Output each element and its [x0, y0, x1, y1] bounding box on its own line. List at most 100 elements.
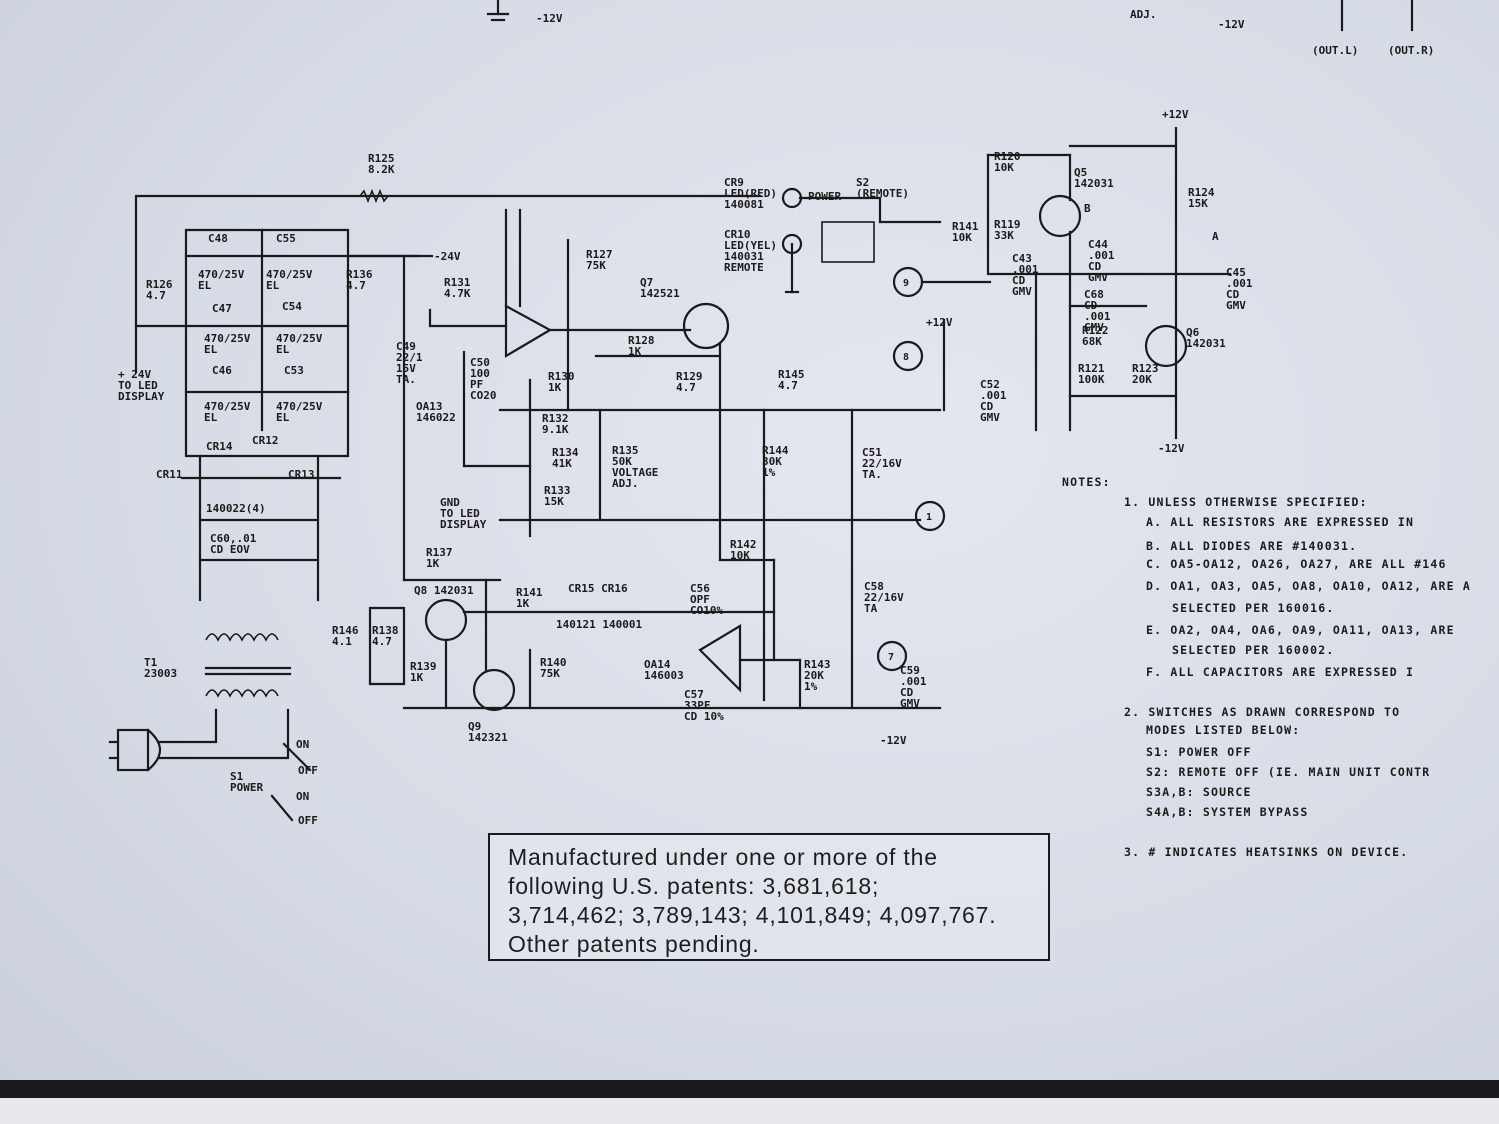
component-label-r126-1: 4.7 — [146, 289, 166, 302]
note-line-10: 2. SWITCHES AS DRAWN CORRESPOND TO — [1124, 705, 1400, 719]
component-label-c45-2: CD — [1226, 288, 1240, 301]
patent-line-3: 3,714,462; 3,789,143; 4,101,849; 4,097,7… — [508, 902, 997, 928]
component-label-r135-0: R135 — [612, 444, 639, 457]
component-label-r120-1: 10K — [994, 161, 1014, 174]
component-label-c43-3: GMV — [1012, 285, 1032, 298]
component-label-c50-2: PF — [470, 378, 483, 391]
jack-j1-1 — [914, 500, 946, 532]
jack-8-num: 8 — [903, 352, 909, 363]
component-label-v24disp-1: TO LED — [118, 379, 158, 392]
component-label-r137-1: 1K — [426, 557, 440, 570]
component-label-r140-0: R140 — [540, 656, 567, 669]
component-label-r128-0: R128 — [628, 334, 655, 347]
component-label-c53v-0: 470/25V — [276, 400, 323, 413]
component-label-r143-1: 20K — [804, 669, 824, 682]
component-label-t1-1: 23003 — [144, 667, 177, 680]
plus12-top-label: +12V — [1162, 108, 1189, 121]
component-label-r128-1: 1K — [628, 345, 642, 358]
component-label-c68-1: CD — [1084, 299, 1098, 312]
component-label-s1-0: S1 — [230, 770, 244, 783]
component-label-r136-0: R136 — [346, 268, 373, 281]
component-label-cr10-0: CR10 — [724, 228, 751, 241]
component-label-r135-1: 50K — [612, 455, 632, 468]
component-label-gnd-1: TO LED — [440, 507, 480, 520]
component-label-v24disp-0: + 24V — [118, 368, 151, 381]
component-label-c55v-1: EL — [266, 279, 280, 292]
component-label-power-0: POWER — [808, 190, 841, 203]
jack-9-num: 9 — [903, 278, 909, 289]
component-label-on2-0: ON — [296, 790, 309, 803]
patent-line-2: following U.S. patents: 3,681,618; — [508, 873, 880, 899]
component-label-r123-1: 20K — [1132, 373, 1152, 386]
component-label-c59-3: GMV — [900, 697, 920, 710]
component-label-r129-1: 4.7 — [676, 381, 696, 394]
component-label-q9-0: Q9 — [468, 720, 481, 733]
component-label-c48-0: C48 — [208, 232, 228, 245]
component-label-c68-2: .001 — [1084, 310, 1111, 323]
component-label-c46v-1: EL — [204, 411, 218, 424]
component-label-r124-0: R124 — [1188, 186, 1215, 199]
patent-line-4: Other patents pending. — [508, 931, 760, 957]
note-line-15: S4A,B: SYSTEM BYPASS — [1146, 805, 1308, 819]
component-label-c47-0: C47 — [212, 302, 232, 315]
note-line-7: E. OA2, OA4, OA6, OA9, OA11, OA13, ARE — [1146, 623, 1455, 637]
component-label-c47v-1: EL — [204, 343, 218, 356]
component-label-cr9-0: CR9 — [724, 176, 744, 189]
patent-line-1: Manufactured under one or more of the — [508, 844, 938, 870]
component-label-q7-1: 142521 — [640, 287, 680, 300]
component-label-off1-0: OFF — [298, 764, 318, 777]
component-label-c51-2: TA. — [862, 468, 882, 481]
note-line-9: F. ALL CAPACITORS ARE EXPRESSED I — [1146, 665, 1414, 679]
component-label-cr11-0: CR11 — [156, 468, 183, 481]
component-label-s2-0: S2 — [856, 176, 869, 189]
component-label-c47v-0: 470/25V — [204, 332, 251, 345]
component-label-c56-0: C56 — [690, 582, 710, 595]
note-line-13: S2: REMOTE OFF (IE. MAIN UNIT CONTR — [1146, 765, 1430, 779]
component-label-r138-0: R138 — [372, 624, 399, 637]
jack-j1-7 — [876, 640, 908, 672]
top-cutoff: -12V ADJ. -12V (OUT.L) (OUT.R) +12V — [486, 0, 1434, 121]
component-label-c60-1: CD EOV — [210, 543, 250, 556]
component-label-r144-0: R144 — [762, 444, 789, 457]
component-label-r134-1: 41K — [552, 457, 572, 470]
component-label-r141b-0: R141 — [516, 586, 543, 599]
component-label-r127-0: R127 — [586, 248, 613, 261]
component-label-c49-3: TA. — [396, 373, 416, 386]
note-line-8: SELECTED PER 160002. — [1172, 643, 1334, 657]
component-label-c43-2: CD — [1012, 274, 1026, 287]
component-label-r119-1: 33K — [994, 229, 1014, 242]
component-label-c59-0: C59 — [900, 664, 920, 677]
top-minus12-left: -12V — [536, 12, 563, 25]
component-label-c52-3: GMV — [980, 411, 1000, 424]
component-label-c43-1: .001 — [1012, 263, 1039, 276]
component-label-q6-1: 142031 — [1186, 337, 1226, 350]
component-label-c52-0: C52 — [980, 378, 1000, 391]
component-label-r119-0: R119 — [994, 218, 1021, 231]
component-label-q5-1: 142031 — [1074, 177, 1114, 190]
component-label-c44-0: C44 — [1088, 238, 1108, 251]
component-label-c50-1: 100 — [470, 367, 490, 380]
component-label-r129-0: R129 — [676, 370, 703, 383]
component-label-q9-1: 142321 — [468, 731, 508, 744]
note-line-5: D. OA1, OA3, OA5, OA8, OA10, OA12, ARE A — [1146, 579, 1471, 593]
note-line-2: A. ALL RESISTORS ARE EXPRESSED IN — [1146, 515, 1414, 529]
component-label-c60-0: C60,.01 — [210, 532, 257, 545]
component-label-r141a-0: R141 — [952, 220, 979, 233]
jack-7-num: 7 — [888, 652, 894, 663]
component-label-r144-1: 30K — [762, 455, 782, 468]
component-label-r139-0: R139 — [410, 660, 437, 673]
note-line-16: 3. # INDICATES HEATSINKS ON DEVICE. — [1124, 845, 1408, 859]
component-label-c53-0: C53 — [284, 364, 304, 377]
component-label-c45-3: GMV — [1226, 299, 1246, 312]
top-minus12-right: -12V — [1218, 18, 1245, 31]
patent-notice: Manufactured under one or more of the fo… — [488, 833, 1050, 961]
component-label-r145-1: 4.7 — [778, 379, 798, 392]
component-label-r125-0: R125 — [368, 152, 395, 165]
component-label-c58-0: C58 — [864, 580, 884, 593]
component-label-cr10-3: REMOTE — [724, 261, 764, 274]
component-label-s2-1: (REMOTE) — [856, 187, 909, 200]
component-label-c51-0: C51 — [862, 446, 882, 459]
rail-minus12-bottom: -12V — [880, 734, 907, 747]
component-label-r135-3: ADJ. — [612, 477, 639, 490]
component-label-r125-1: 8.2K — [368, 163, 395, 176]
